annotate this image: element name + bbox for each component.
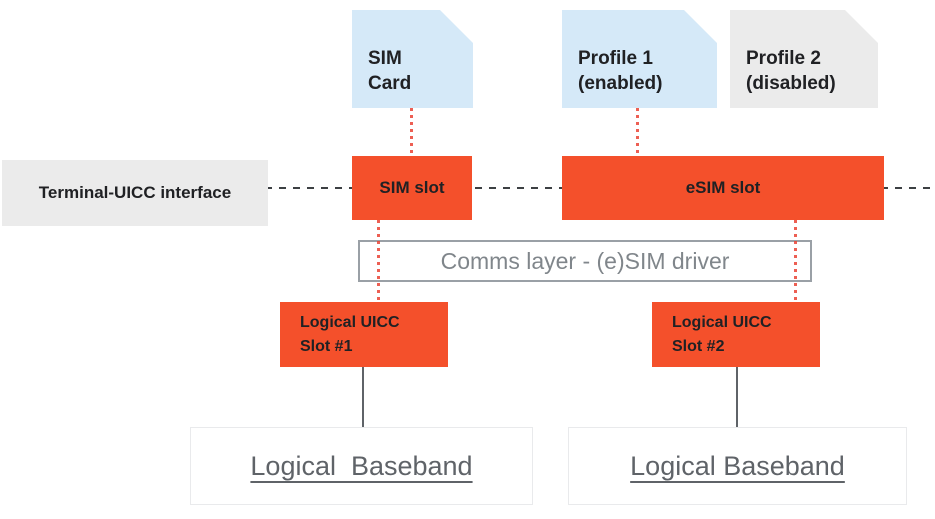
dotted-connector-simslot-to-uicc1 [377,220,380,302]
dotted-connector-esimslot-to-uicc2 [794,220,797,302]
line-connector-uicc2-to-baseband2 [736,367,738,427]
sim-card-shape: SIM Card [352,10,473,108]
sim-card-label: SIM Card [368,47,412,94]
profile-1-label: Profile 1 (enabled) [578,47,663,94]
logical-baseband-1-label: Logical Baseband [250,450,473,481]
terminal-uicc-interface-box: Terminal-UICC interface [2,160,268,226]
comms-layer-label: Comms layer - (e)SIM driver [440,247,730,274]
sim-slot-label: SIM slot [379,178,445,197]
dotted-connector-profile1-to-esimslot [636,108,639,156]
logical-uicc-slot-2-label: Logical UICC Slot #2 [672,313,772,355]
esim-slot-box: eSIM slot [562,156,884,220]
line-connector-uicc1-to-baseband1 [362,367,364,427]
logical-uicc-slot-2-box: Logical UICC Slot #2 [652,302,820,367]
logical-baseband-2-box: Logical Baseband [568,427,907,505]
logical-baseband-2-label: Logical Baseband [630,450,845,481]
terminal-uicc-interface-label: Terminal-UICC interface [38,183,232,202]
profile-2-label: Profile 2 (disabled) [746,47,836,94]
logical-uicc-slot-1-box: Logical UICC Slot #1 [280,302,448,367]
dotted-connector-simcard-to-simslot [410,108,413,156]
comms-layer-box: Comms layer - (e)SIM driver [358,240,812,282]
profile-2-disabled-shape: Profile 2 (disabled) [730,10,878,108]
esim-slot-label: eSIM slot [685,178,761,197]
logical-baseband-1-box: Logical Baseband [190,427,533,505]
logical-uicc-slot-1-label: Logical UICC Slot #1 [300,313,400,355]
profile-1-enabled-shape: Profile 1 (enabled) [562,10,717,108]
sim-slot-box: SIM slot [352,156,472,220]
